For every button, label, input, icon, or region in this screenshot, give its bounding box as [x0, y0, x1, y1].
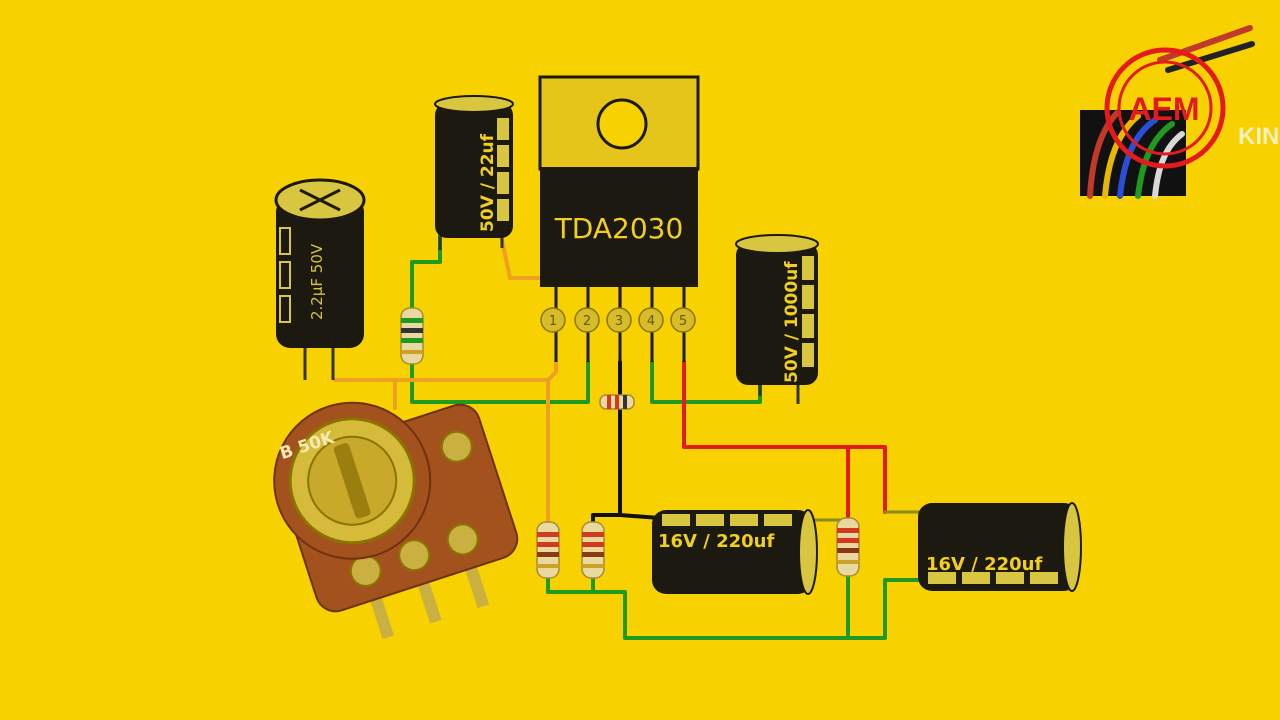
- resistor-small: [599, 394, 635, 410]
- capacitor-supply: 50V / 1000uf: [735, 234, 819, 404]
- pin-5-label: 5: [679, 314, 687, 329]
- wire-black-output: [591, 360, 622, 527]
- wire-green-top: [410, 230, 442, 312]
- pin-4-label: 4: [647, 314, 655, 329]
- capacitor-output-mid-label: 16V / 220uf: [658, 531, 774, 552]
- capacitor-output-right-label: 16V / 220uf: [926, 554, 1042, 575]
- wire-green-bottom: [546, 573, 850, 640]
- pin-4-pad: [638, 307, 664, 333]
- potentiometer-slot: [333, 443, 371, 519]
- logo-side-text: KIN: [1238, 123, 1279, 150]
- wire-black-output-cap: [618, 513, 662, 520]
- capacitor-input-label: 2.2µF 50V: [308, 243, 326, 320]
- logo-ring-inner: [1117, 60, 1213, 156]
- wire-green-right: [846, 578, 922, 640]
- ic-mounting-hole: [596, 98, 648, 150]
- ic-label: TDA2030: [554, 212, 684, 245]
- capacitor-feedback-label: 50V / 22uf: [478, 133, 498, 232]
- capacitor-output-mid: 16V / 220uf: [652, 509, 818, 595]
- resistor-bottom-1: [536, 521, 560, 579]
- capacitor-feedback: 50V / 22uf: [434, 95, 514, 250]
- pin-2-label: 2: [583, 314, 591, 329]
- resistor-feedback: [400, 307, 424, 365]
- wire-orange-pin1: [546, 360, 558, 382]
- capacitor-supply-label: 50V / 1000uf: [782, 261, 802, 383]
- wire-red-vplus: [682, 360, 887, 514]
- pin-1-pad: [540, 307, 566, 333]
- pin-3-pad: [606, 307, 632, 333]
- resistor-bottom-2: [581, 521, 605, 579]
- ic-pin-pads: [540, 307, 696, 333]
- potentiometer: B 50K: [273, 401, 519, 640]
- capacitor-input: 2.2µF 50V: [274, 178, 366, 380]
- capacitor-output-right: 16V / 220uf: [918, 502, 1082, 592]
- pin-1-label: 1: [549, 314, 557, 329]
- logo-ring-outer: [1104, 47, 1226, 169]
- resistor-bottom-3: [836, 517, 860, 577]
- ic-body: [540, 167, 698, 287]
- resistors: [400, 307, 860, 579]
- aem-logo: AEM KIN: [1080, 25, 1279, 199]
- pin-5-pad: [670, 307, 696, 333]
- tda2030-ic: TDA2030 1 2 3 4 5: [538, 75, 700, 362]
- pin-2-pad: [574, 307, 600, 333]
- pin-3-label: 3: [615, 314, 623, 329]
- logo-text: AEM: [1128, 91, 1199, 127]
- wires: [333, 230, 922, 640]
